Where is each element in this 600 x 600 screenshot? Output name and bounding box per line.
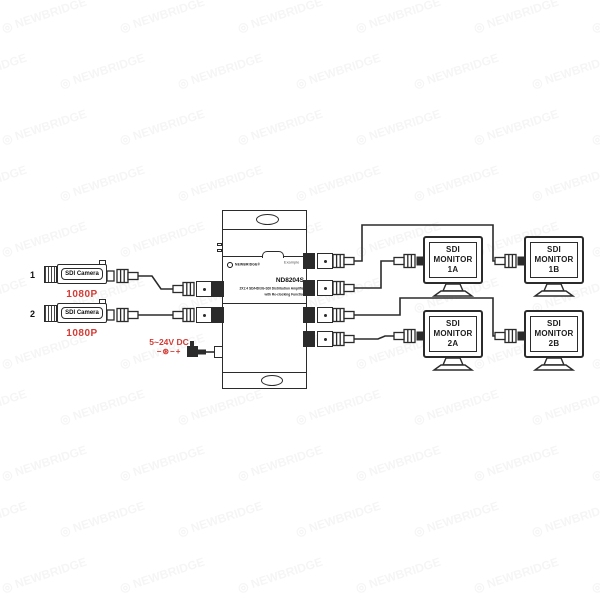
monitor-2b-screen: SDI MONITOR 2B (530, 316, 578, 352)
monitor-1b: SDI MONITOR 1B (524, 236, 584, 284)
cable-output3-to-monitor2b (353, 297, 495, 337)
monitor-1b-screen: SDI MONITOR 1B (530, 242, 578, 278)
bnc-plug-output3 (332, 307, 355, 323)
monitor-2b-line2: MONITOR (534, 329, 574, 338)
camera1-number: 1 (30, 270, 36, 280)
bnc-plug-input2 (172, 307, 195, 323)
camera2-lens (44, 305, 57, 322)
bnc-plug-camera1 (116, 268, 139, 284)
device-brand-logo: NEWBRIDGE® (227, 262, 281, 268)
input-connector-2 (196, 307, 212, 323)
monitor-2b-line3: 2B (548, 339, 560, 348)
bnc-plug-monitor1a (393, 253, 416, 269)
input-port-2 (212, 307, 224, 323)
cable-output1-to-monitor1b (353, 224, 495, 262)
input-connector-1 (196, 281, 212, 297)
monitor-1a-line2: MONITOR (433, 255, 473, 264)
camera1-resolution: 1080P (66, 289, 98, 300)
device-cable-notch (262, 251, 284, 258)
bnc-plug-monitor1b (494, 253, 517, 269)
monitor2b-connector (517, 331, 525, 341)
monitor-2a-line3: 2A (447, 339, 459, 348)
device-flange-line-bottom (222, 372, 307, 373)
monitor-1b-line1: SDI (547, 245, 561, 254)
monitor-1a-line3: 1A (447, 265, 459, 274)
bnc-plug-monitor2b (494, 328, 517, 344)
monitor-2a-line1: SDI (446, 319, 460, 328)
monitor-1a: SDI MONITOR 1A (423, 236, 483, 284)
input-port-1 (212, 281, 224, 297)
monitor2a-connector (416, 331, 424, 341)
device-brand-mark: ® (257, 263, 261, 267)
cable-output2-to-monitor1a (353, 260, 395, 289)
mounting-hole-top (256, 214, 279, 225)
camera1-lens (44, 266, 57, 283)
cable-input-1 (137, 275, 174, 290)
monitor-2a-line2: MONITOR (433, 329, 473, 338)
dc-power-plug (187, 341, 215, 357)
monitor-2a: SDI MONITOR 2A (423, 310, 483, 358)
cable-output4-to-monitor2a (353, 335, 395, 340)
device-side-tick-1 (217, 243, 222, 246)
power-polarity-label: −⊛−+ (156, 347, 182, 356)
monitor-2b: SDI MONITOR 2B (524, 310, 584, 358)
monitor-2b-line1: SDI (547, 319, 561, 328)
monitor-1a-line1: SDI (446, 245, 460, 254)
distribution-amplifier (222, 210, 307, 389)
output-connector-2 (317, 280, 333, 296)
device-flange-line-top (222, 229, 307, 230)
camera2-number: 2 (30, 309, 36, 319)
camera2: SDI Camera (57, 303, 107, 323)
dc-power-port (214, 346, 223, 358)
power-voltage-label: 5~24V DC (149, 337, 189, 347)
device-panel-line-bottom (222, 303, 307, 304)
device-model: ND8204S (275, 277, 304, 284)
output-connector-3 (317, 307, 333, 323)
monitor1a-connector (416, 256, 424, 266)
device-description-line1: 2X1:4 SD/HD/3G-SDI Distribution Amplifie… (239, 287, 305, 291)
monitor1b-connector (517, 256, 525, 266)
output-port-3 (303, 307, 315, 323)
camera1: SDI Camera (57, 264, 107, 284)
bnc-plug-monitor2a (393, 328, 416, 344)
output-port-1 (303, 253, 315, 269)
device-description-line2: with Re-clocking Function (264, 293, 305, 297)
output-port-2 (303, 280, 315, 296)
monitor-1b-line2: MONITOR (534, 255, 574, 264)
camera2-bnc-stub (106, 309, 115, 321)
monitor-1a-screen: SDI MONITOR 1A (429, 242, 477, 278)
camera1-label: SDI Camera (61, 268, 103, 280)
monitor-2a-screen: SDI MONITOR 2A (429, 316, 477, 352)
mounting-hole-bottom (261, 375, 283, 386)
bnc-plug-output4 (332, 331, 355, 347)
output-port-4 (303, 331, 315, 347)
monitor-stands (431, 283, 576, 371)
bnc-plug-camera2 (116, 307, 139, 323)
brand-logo-icon (227, 262, 233, 268)
bnc-plug-output1 (332, 253, 355, 269)
output-connector-1 (317, 253, 333, 269)
device-panel-note: Example (283, 261, 299, 265)
device-side-tick-2 (217, 249, 222, 252)
monitor-1b-line3: 1B (548, 265, 560, 274)
device-brand-text: NEWBRIDGE (235, 263, 258, 267)
bnc-plug-output2 (332, 280, 355, 296)
output-connector-4 (317, 331, 333, 347)
camera2-label: SDI Camera (61, 307, 103, 319)
camera1-bnc-stub (106, 270, 115, 282)
bnc-plug-input1 (172, 281, 195, 297)
camera2-resolution: 1080P (66, 328, 98, 339)
